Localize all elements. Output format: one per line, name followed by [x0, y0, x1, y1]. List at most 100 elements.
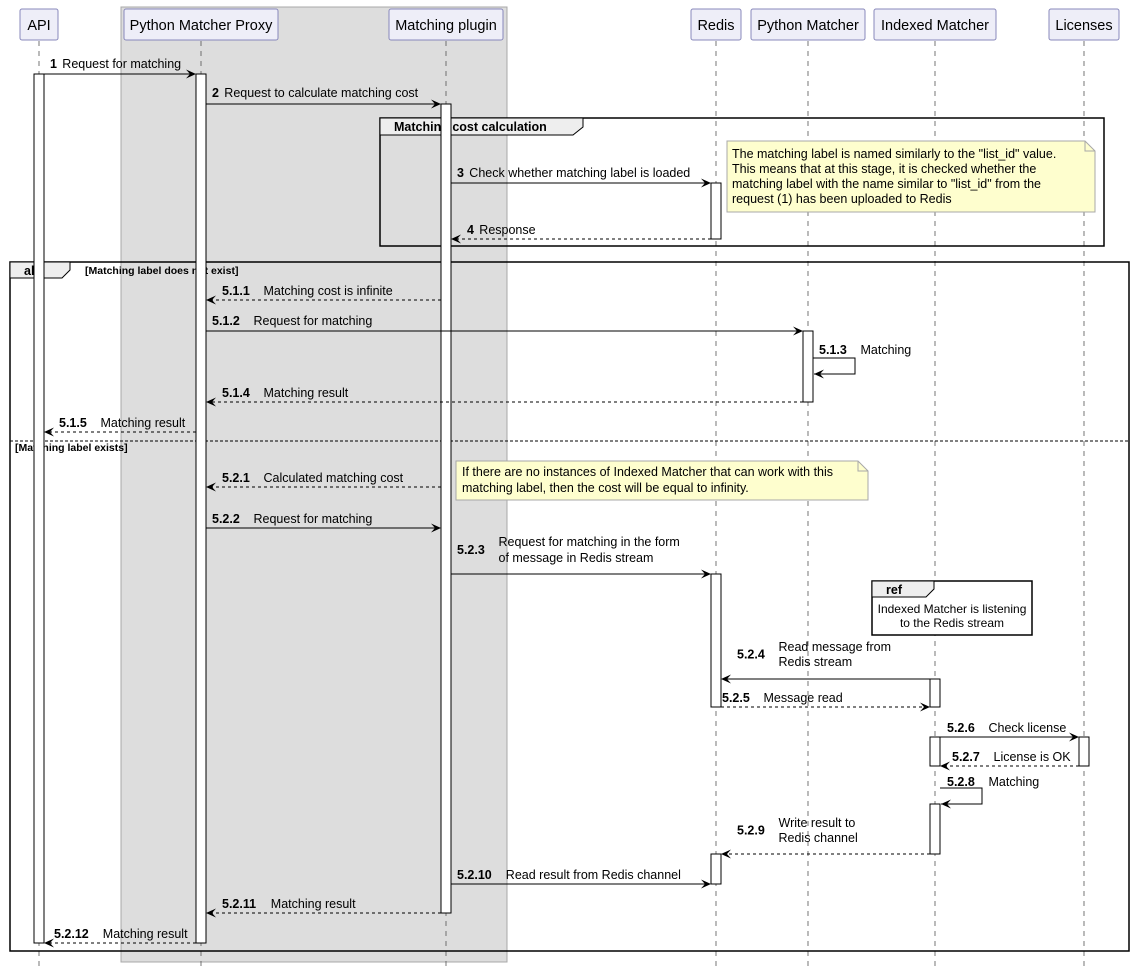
participant-label: API	[27, 18, 50, 34]
message-4[interactable]: 4 Response	[451, 223, 711, 244]
message-number: 5.1.1	[222, 284, 250, 298]
participant-matching-plugin[interactable]: Matching plugin	[388, 8, 504, 41]
message-text: Read result from Redis channel	[506, 868, 681, 882]
note-line: The matching label is named similarly to…	[732, 147, 1056, 161]
message-5-2-10[interactable]: 5.2.10 Read result from Redis channel	[451, 868, 711, 889]
participant-indexed-matcher[interactable]: Indexed Matcher	[873, 8, 997, 41]
message-text: Check whether matching label is loaded	[469, 166, 690, 180]
message-5-1-2[interactable]: 5.1.2 Request for matching	[206, 314, 803, 336]
activation-python-matcher	[802, 330, 814, 403]
message-arrowhead	[206, 295, 216, 305]
group-frame-matching-cost: Matching cost calculation	[379, 117, 1105, 247]
message-arrowhead	[206, 397, 216, 407]
message-arrowhead	[940, 761, 950, 771]
message-arrowhead	[44, 938, 54, 948]
message-text: Redis channel	[779, 831, 858, 845]
message-arrowhead	[941, 799, 951, 809]
participant-python-matcher-proxy[interactable]: Python Matcher Proxy	[123, 8, 279, 41]
message-number: 5.1.2	[212, 314, 240, 328]
note-matching-label: The matching label is named similarly to…	[726, 140, 1096, 213]
activation-plugin	[440, 103, 452, 914]
message-arrowhead	[206, 908, 216, 918]
message-line	[940, 787, 983, 805]
message-text: Check license	[989, 721, 1067, 735]
message-number: 5.1.3	[819, 343, 847, 357]
activation-redis-1	[710, 182, 722, 240]
message-arrowhead	[721, 674, 731, 684]
ref-text-line: Indexed Matcher is listening	[878, 602, 1027, 616]
message-text: Request for matching	[254, 314, 373, 328]
note-line: If there are no instances of Indexed Mat…	[462, 465, 833, 479]
message-5-2-8[interactable]: 5.2.8 Matching	[940, 775, 1039, 809]
message-text: Response	[479, 223, 535, 237]
note-line: This means that at this stage, it is che…	[732, 162, 1036, 176]
activation-indexed-1	[929, 678, 941, 708]
message-number: 4	[467, 223, 474, 237]
message-arrowhead	[793, 326, 803, 336]
message-5-1-3[interactable]: 5.1.3 Matching	[813, 343, 911, 379]
participant-label: Redis	[697, 18, 734, 34]
message-arrowhead	[814, 369, 824, 379]
message-number: 5.2.3	[457, 543, 485, 557]
message-arrowhead	[431, 523, 441, 533]
alt-guard-exists: [Matching label exists]	[15, 442, 128, 454]
activations	[33, 73, 1090, 944]
message-number: 5.2.9	[737, 824, 765, 838]
participant-licenses[interactable]: Licenses	[1048, 8, 1120, 41]
message-arrowhead	[451, 234, 461, 244]
message-number: 5.1.5	[59, 416, 87, 430]
ref-label: ref	[886, 583, 903, 597]
activation-redis-3	[710, 853, 722, 885]
participant-python-matcher[interactable]: Python Matcher	[750, 8, 866, 41]
message-1[interactable]: 1 Request for matching	[44, 57, 196, 79]
participant-label: Python Matcher	[757, 18, 859, 34]
message-text: Calculated matching cost	[264, 471, 404, 485]
message-arrowhead	[186, 69, 196, 79]
message-text: Message read	[764, 691, 843, 705]
participant-label: Indexed Matcher	[881, 18, 989, 34]
message-5-2-3[interactable]: 5.2.3 Request for matching in the form of …	[451, 535, 711, 579]
activation-proxy	[195, 73, 207, 944]
message-5-2-6[interactable]: 5.2.6 Check license	[940, 721, 1079, 742]
ref-text-line: to the Redis stream	[900, 616, 1004, 630]
message-number: 5.2.6	[947, 721, 975, 735]
message-number: 5.2.4	[737, 648, 765, 662]
message-text: Matching	[989, 775, 1040, 789]
message-text: Matching	[861, 343, 912, 357]
message-arrowhead	[701, 178, 711, 188]
message-text: of message in Redis stream	[499, 551, 654, 565]
message-number: 5.2.12	[54, 927, 89, 941]
message-text: Request for matching	[62, 57, 181, 71]
message-number: 5.2.2	[212, 512, 240, 526]
alt-guard-not-exist: [Matching label does not exist]	[85, 265, 238, 277]
message-arrowhead	[701, 879, 711, 889]
message-number: 5.2.8	[947, 775, 975, 789]
participant-api[interactable]: API	[19, 8, 59, 41]
message-arrowhead	[206, 482, 216, 492]
message-number: 5.2.10	[457, 868, 492, 882]
message-text: Request for matching in the form	[499, 535, 680, 549]
message-arrowhead	[44, 427, 54, 437]
note-line: request (1) has been uploaded to Redis	[732, 192, 952, 206]
message-number: 1	[50, 57, 57, 71]
participant-redis[interactable]: Redis	[690, 8, 742, 41]
message-number: 5.1.4	[222, 386, 250, 400]
note-line: matching label with the name similar to …	[732, 177, 1041, 191]
message-number: 5.2.11	[222, 897, 256, 911]
group-frame-label: Matching cost calculation	[394, 120, 547, 134]
